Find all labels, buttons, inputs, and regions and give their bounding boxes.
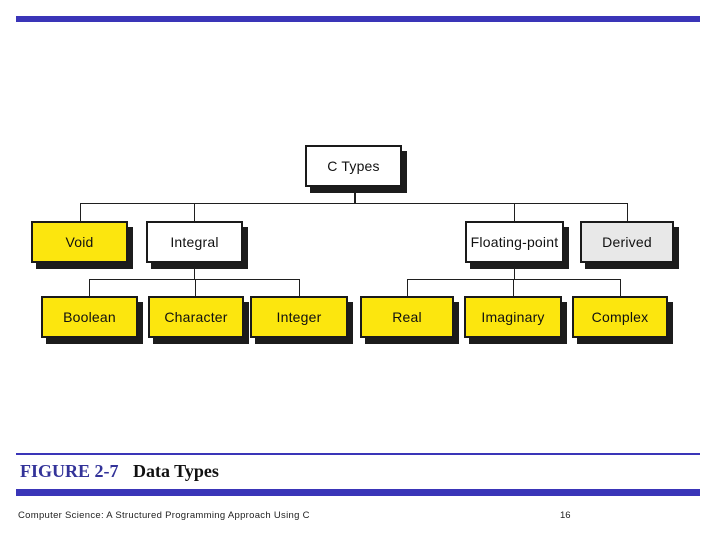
node-integer-label: Integer (276, 309, 322, 325)
node-derived-label: Derived (602, 234, 652, 250)
figure-label: FIGURE 2-7 (20, 461, 119, 481)
connector-integral-vertical (194, 263, 195, 279)
node-derived: Derived (580, 221, 674, 263)
node-boolean: Boolean (41, 296, 138, 338)
connector-stub-integral (194, 203, 195, 221)
node-complex-label: Complex (591, 309, 649, 325)
figure-caption: FIGURE 2-7 Data Types (20, 461, 219, 482)
node-floating-point: Floating-point (465, 221, 564, 263)
node-real-label: Real (392, 309, 422, 325)
node-boolean-label: Boolean (63, 309, 116, 325)
connector-stub-derived (627, 203, 628, 221)
node-c-types: C Types (305, 145, 402, 187)
caption-top-rule (16, 453, 700, 455)
connector-stub-integer (299, 279, 300, 296)
connector-floating-point-vertical (514, 263, 515, 279)
node-void: Void (31, 221, 128, 263)
connector-stub-character (195, 279, 196, 296)
node-integral: Integral (146, 221, 243, 263)
connector-stub-complex (620, 279, 621, 296)
node-imaginary-label: Imaginary (481, 309, 545, 325)
node-character: Character (148, 296, 244, 338)
connector-stub-floating-point (514, 203, 515, 221)
page-number: 16 (560, 510, 571, 521)
connector-rail-integral-children (89, 279, 300, 280)
figure-title: Data Types (133, 461, 219, 481)
footer-book-title: Computer Science: A Structured Programmi… (18, 510, 310, 521)
node-imaginary: Imaginary (464, 296, 562, 338)
node-complex: Complex (572, 296, 668, 338)
connector-stub-void (80, 203, 81, 221)
connector-rail-level2 (80, 203, 628, 204)
connector-stub-imaginary (513, 279, 514, 296)
node-integer: Integer (250, 296, 348, 338)
node-void-label: Void (65, 234, 94, 250)
node-character-label: Character (164, 309, 228, 325)
node-integral-label: Integral (170, 234, 219, 250)
node-floating-point-label: Floating-point (470, 234, 559, 250)
connector-stub-boolean (89, 279, 90, 296)
top-rule (16, 16, 700, 22)
node-real: Real (360, 296, 454, 338)
node-c-types-label: C Types (327, 158, 380, 174)
caption-bottom-rule (16, 489, 700, 496)
connector-root-vertical (354, 187, 356, 204)
connector-stub-real (407, 279, 408, 296)
